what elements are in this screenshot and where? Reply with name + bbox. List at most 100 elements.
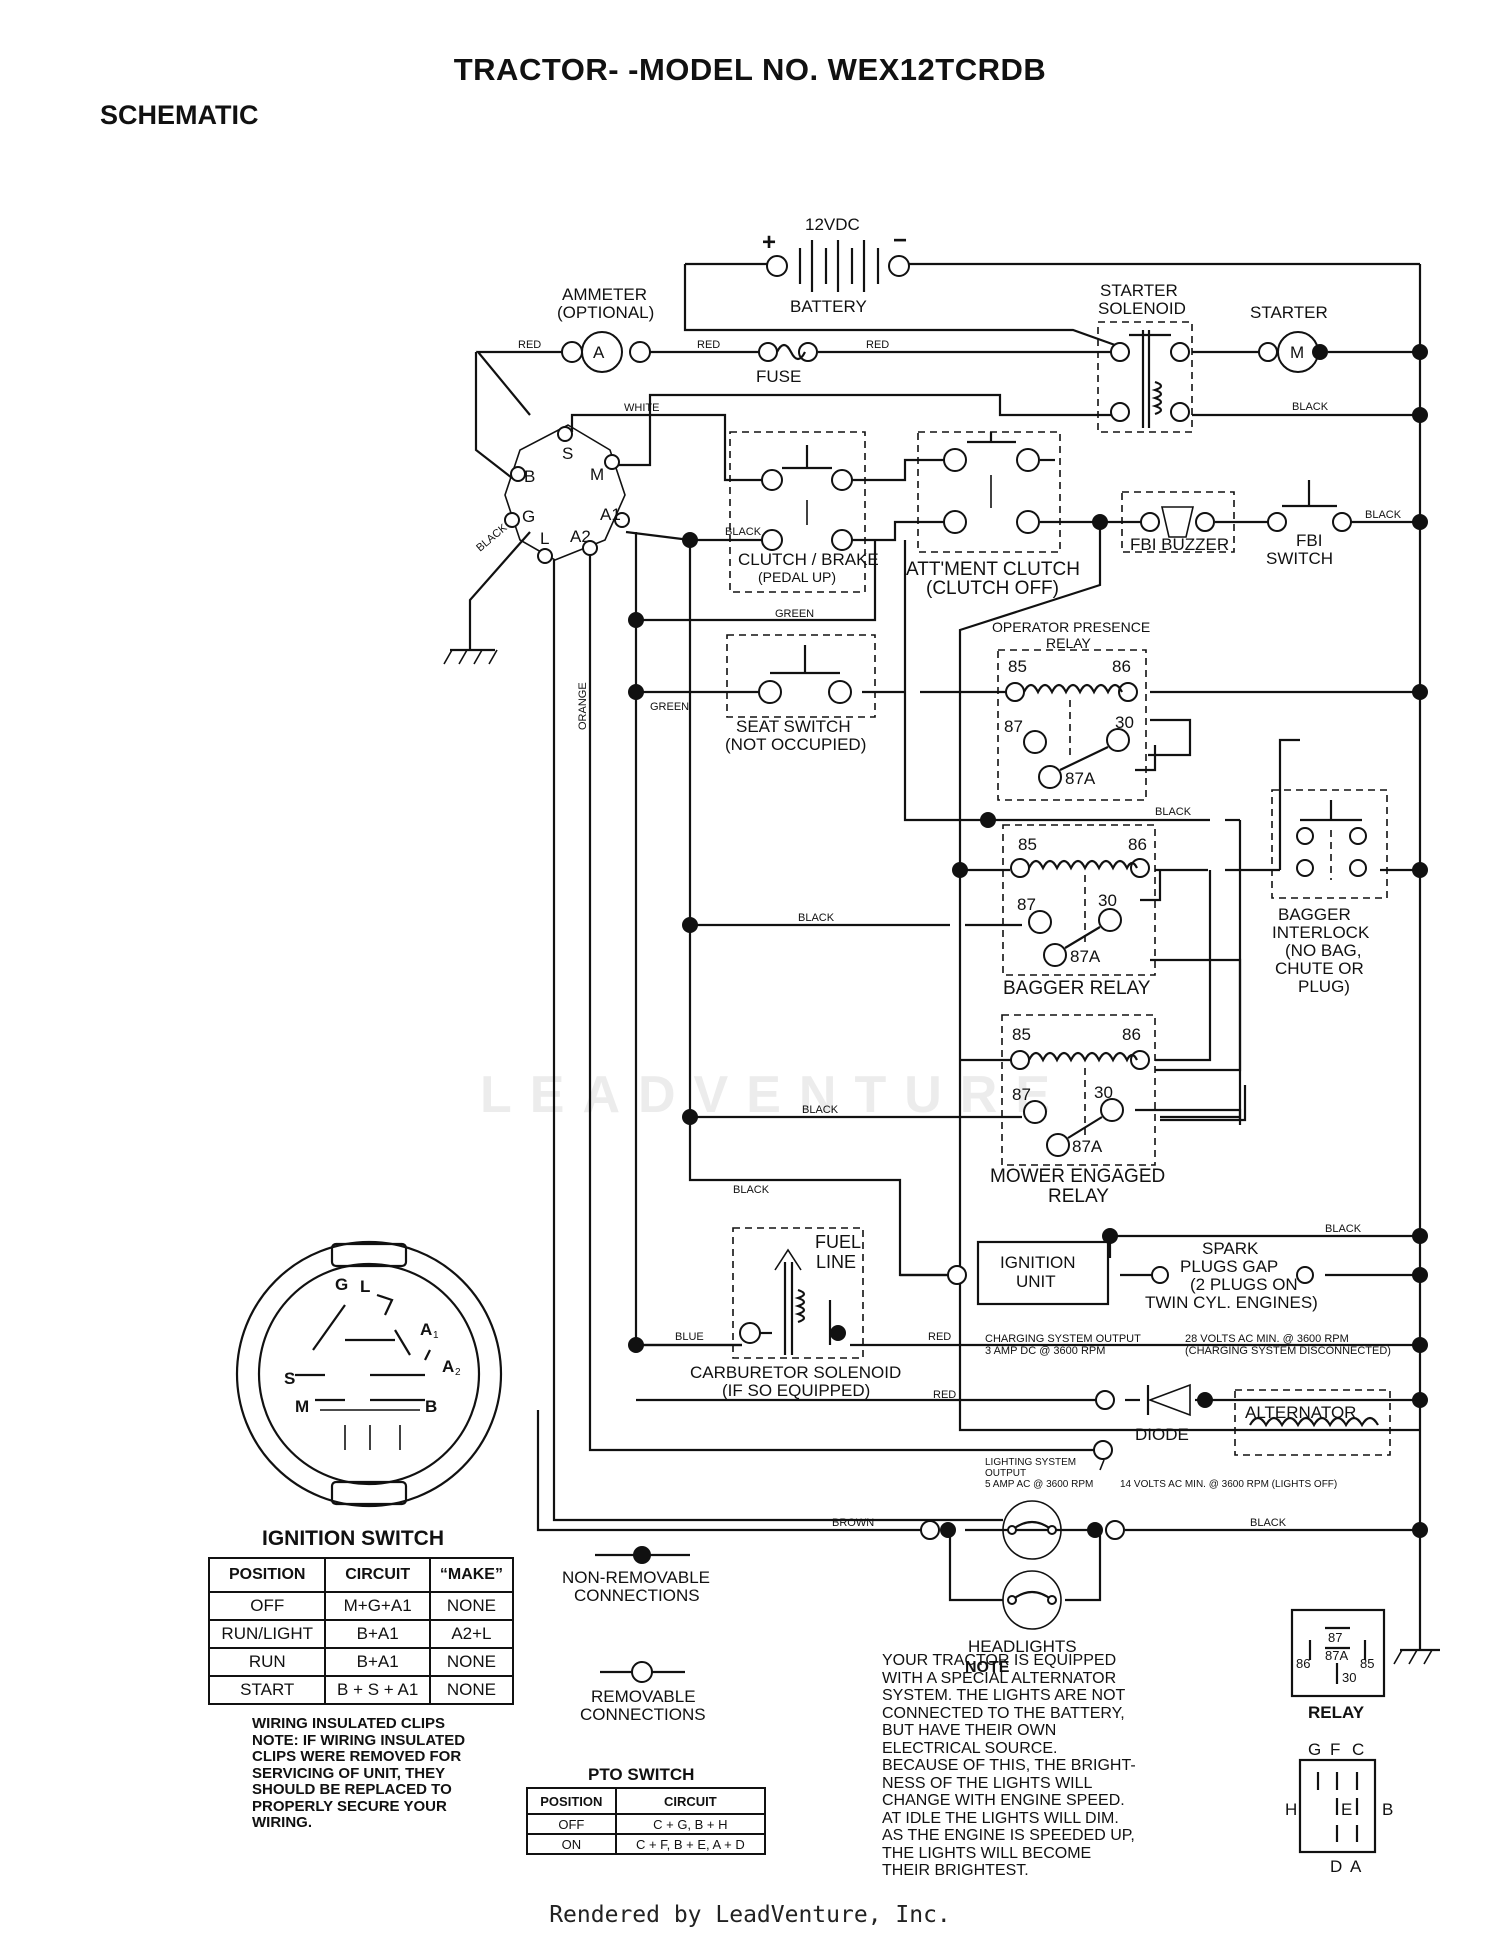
starter-motor: M STARTER xyxy=(1250,303,1328,373)
bagger-relay-87a: 87A xyxy=(1070,947,1101,966)
bagger-relay: 85 86 87 30 87A BAGGER RELAY xyxy=(1002,824,1156,999)
wire-brown: BROWN xyxy=(832,1517,874,1529)
mower-engaged-relay: 85 86 87 30 87A MOWER ENGAGED RELAY xyxy=(990,1014,1165,1207)
table-cell: B+A1 xyxy=(324,1619,431,1649)
fbi-switch-sublabel: SWITCH xyxy=(1266,549,1333,568)
bagger-relay-87: 87 xyxy=(1017,895,1036,914)
seat-switch-label: SEAT SWITCH xyxy=(736,717,851,736)
note-line: AS THE ENGINE IS SPEEDED UP, xyxy=(882,1827,1135,1844)
alternator-rating: 28 VOLTS AC MIN. @ 3600 RPM xyxy=(1185,1333,1349,1345)
wire-black-3: BLACK xyxy=(1365,509,1402,521)
table-cell: RUN/LIGHT xyxy=(207,1619,327,1649)
table-header: “MAKE” xyxy=(428,1557,515,1593)
wire-black-4: BLACK xyxy=(1155,806,1192,818)
clips-note: WIRING INSULATED CLIPS NOTE: IF WIRING I… xyxy=(252,1715,465,1832)
lighting-output-line-3: 5 AMP AC @ 3600 RPM xyxy=(985,1479,1093,1490)
fuse-label: FUSE xyxy=(756,367,801,386)
wire-black-1: BLACK xyxy=(1292,401,1329,413)
wire-black-2: BLACK xyxy=(725,526,762,538)
headlights-label: HEADLIGHTS xyxy=(968,1637,1077,1656)
opr-relay-label: OPERATOR PRESENCE xyxy=(992,619,1150,635)
ign-face-l: L xyxy=(360,1277,370,1296)
section-title: SCHEMATIC xyxy=(100,100,259,130)
note-title: NOTE xyxy=(965,1659,1010,1676)
note-line: WITH A SPECIAL ALTERNATOR xyxy=(882,1669,1117,1687)
bagger-relay-30: 30 xyxy=(1098,891,1117,910)
clips-note-line: SHOULD BE REPLACED TO xyxy=(252,1781,452,1798)
carburetor-solenoid: FUEL LINE CARBURETOR SOLENOID (IF SO EQU… xyxy=(690,1227,901,1400)
page-title: TRACTOR- -MODEL NO. WEX12TCRDB xyxy=(453,52,1047,87)
legend: NON-REMOVABLE CONNECTIONS REMOVABLE CONN… xyxy=(562,1546,710,1724)
ign-face-a2-sub: 2 xyxy=(455,1367,461,1378)
starter-solenoid-sublabel: SOLENOID xyxy=(1098,299,1186,318)
clips-note-line: CLIPS WERE REMOVED FOR xyxy=(252,1748,462,1765)
pto-pin-h: H xyxy=(1285,1800,1297,1819)
wire-black-9: BLACK xyxy=(1250,1517,1287,1529)
bagger-relay-label: BAGGER RELAY xyxy=(1003,978,1151,999)
wire-black-6: BLACK xyxy=(802,1104,839,1116)
table-cell: NONE xyxy=(428,1675,515,1705)
clips-note-line: SERVICING OF UNIT, THEY xyxy=(252,1764,446,1782)
carb-solenoid-sublabel: (IF SO EQUIPPED) xyxy=(722,1381,870,1400)
footer-credit: Rendered by LeadVenture, Inc. xyxy=(549,1902,951,1928)
spark-plugs-line-3: (2 PLUGS ON xyxy=(1190,1275,1298,1294)
ign-face-a1: A xyxy=(420,1320,432,1339)
note-line: CONNECTED TO THE BATTERY, xyxy=(882,1704,1125,1722)
operator-presence-relay: 85 86 87 30 87A OPERATOR PRESENCE RELAY xyxy=(992,619,1150,801)
opr-relay-86: 86 xyxy=(1112,657,1131,676)
opr-relay-87: 87 xyxy=(1004,717,1023,736)
pto-pin-b: B xyxy=(1382,1800,1393,1819)
starter-solenoid-label: STARTER xyxy=(1100,281,1178,300)
wire-black-7: BLACK xyxy=(733,1184,770,1196)
attachment-clutch-switch: ATT'MENT CLUTCH (CLUTCH OFF) xyxy=(906,431,1080,599)
pto-pin-e: E xyxy=(1341,1800,1352,1819)
battery-minus: − xyxy=(893,227,907,254)
legend-non-removable-2: CONNECTIONS xyxy=(574,1586,700,1605)
mower-relay-87a: 87A xyxy=(1072,1137,1103,1156)
spark-plugs-line-2: PLUGS GAP xyxy=(1180,1257,1278,1276)
table-row: OFF C + G, B + H xyxy=(526,1813,767,1835)
wire-black-5: BLACK xyxy=(798,912,835,924)
clutch-brake-switch: CLUTCH / BRAKE (PEDAL UP) xyxy=(729,431,879,593)
battery-label: BATTERY xyxy=(790,297,867,316)
fuel-line-sublabel: LINE xyxy=(816,1252,856,1272)
wire-color-labels: RED RED RED WHITE BLACK BLACK BLACK GREE… xyxy=(474,339,1402,1529)
charging-system: DIODE ALTERNATOR CHARGING SYSTEM OUTPUT … xyxy=(985,1333,1391,1490)
ign-face-b: B xyxy=(425,1397,437,1416)
bagger-interlock-line-4: CHUTE OR xyxy=(1275,959,1364,978)
ignition-switch-face: G L A 1 A 2 S M B xyxy=(235,1240,503,1508)
battery: 12VDC BATTERY + − xyxy=(762,215,910,316)
ignition-switch-table: POSITION CIRCUIT “MAKE” OFF M+G+A1 NONE … xyxy=(207,1557,515,1705)
pto-pinout: G F C H E B D A xyxy=(1285,1740,1393,1876)
opr-relay-30: 30 xyxy=(1115,713,1134,732)
ign-terminal-b: B xyxy=(524,467,535,486)
wire-blue: BLUE xyxy=(675,1331,704,1343)
clutch-brake-label: CLUTCH / BRAKE xyxy=(738,550,879,569)
wire-green-1: GREEN xyxy=(775,608,814,620)
table-cell: ON xyxy=(526,1833,617,1855)
note-line: NESS OF THE LIGHTS WILL xyxy=(882,1774,1093,1792)
spark-plugs-line-4: TWIN CYL. ENGINES) xyxy=(1145,1293,1318,1312)
ign-terminal-l: L xyxy=(540,529,549,548)
note-block: YOUR TRACTOR IS EQUIPPED WITH A SPECIAL … xyxy=(882,1652,1136,1880)
fbi-switch: FBI SWITCH xyxy=(1266,480,1352,568)
bagger-interlock-line-3: (NO BAG, xyxy=(1285,941,1362,960)
clips-note-line: PROPERLY SECURE YOUR xyxy=(252,1797,447,1815)
carb-solenoid-label: CARBURETOR SOLENOID xyxy=(690,1363,901,1382)
ign-face-a2: A xyxy=(442,1357,454,1376)
table-header-row: POSITION CIRCUIT xyxy=(526,1787,767,1815)
pto-pin-g: G xyxy=(1308,1740,1321,1759)
note-line: ELECTRICAL SOURCE. xyxy=(882,1739,1058,1757)
alt-lights-off-rating: 14 VOLTS AC MIN. @ 3600 RPM (LIGHTS OFF) xyxy=(1120,1479,1337,1490)
pto-switch-table: POSITION CIRCUIT OFF C + G, B + H ON C +… xyxy=(526,1787,767,1855)
ignition-unit: IGNITION UNIT xyxy=(947,1240,1110,1306)
relay-pin-87a: 87A xyxy=(1325,1648,1348,1663)
attachment-clutch-sublabel: (CLUTCH OFF) xyxy=(926,578,1059,599)
starter-symbol: M xyxy=(1290,343,1304,362)
ammeter-symbol: A xyxy=(593,343,605,362)
note-line: YOUR TRACTOR IS EQUIPPED xyxy=(882,1652,1117,1669)
note-line: CHANGE WITH ENGINE SPEED. xyxy=(882,1792,1125,1809)
ignition-switch-schematic: S M B G A1 L A2 xyxy=(504,424,630,564)
ign-terminal-g: G xyxy=(522,507,535,526)
ign-face-s: S xyxy=(284,1369,295,1388)
